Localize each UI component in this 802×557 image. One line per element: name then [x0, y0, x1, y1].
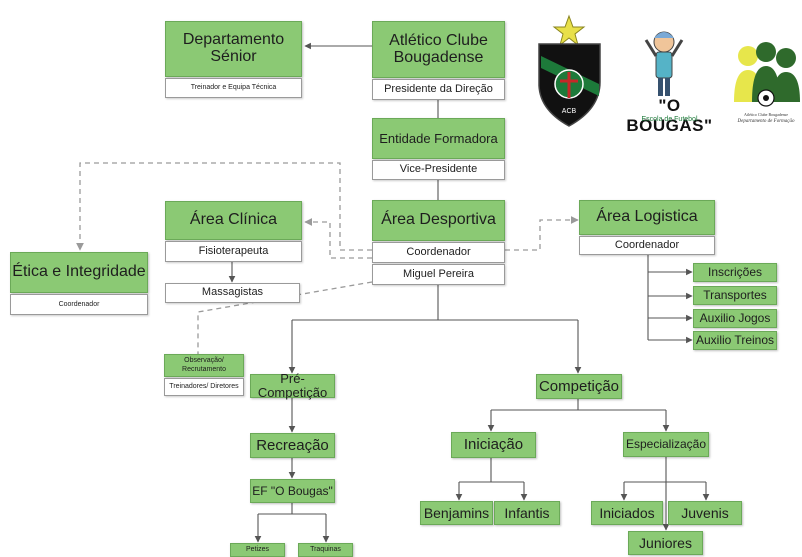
node-traquinas: Traquinas — [298, 543, 353, 557]
crest-letters: ACB — [562, 108, 577, 115]
dept-logo-line2: Departamento de Formação — [737, 119, 795, 124]
node-especializacao: Especialização — [623, 432, 709, 457]
bougas-title: "O BOUGAS" — [626, 96, 713, 135]
node-recreacao: Recreação — [250, 433, 335, 458]
node-inscricoes: Inscrições — [693, 263, 777, 282]
node-juniores: Juniores — [628, 531, 703, 555]
node-iniciacao: Iniciação — [451, 432, 536, 458]
bougas-logo: "O BOUGAS" Escola de Futebol — [618, 24, 721, 135]
bougas-subtitle: Escola de Futebol — [641, 116, 698, 123]
node-benjamins: Benjamins — [420, 501, 493, 525]
node-logistica: Área Logistica — [579, 200, 715, 235]
node-auxilio-jogos: Auxilio Jogos — [693, 309, 777, 328]
node-coord-log: Coordenador — [579, 236, 715, 255]
node-clinica: Área Clínica — [165, 201, 302, 240]
node-dep-senior: Departamento Sénior — [165, 21, 302, 77]
node-atletico: Atlético Clube Bougadense — [372, 21, 505, 78]
node-iniciados: Iniciados — [591, 501, 663, 525]
node-juvenis: Juvenis — [668, 501, 742, 525]
node-treinador: Treinador e Equipa Técnica — [165, 78, 302, 98]
club-crest-logo: ACB — [527, 14, 612, 129]
dept-logo-line1: Atlético Clube Bougadense — [744, 112, 788, 117]
formation-dept-logo: Atlético Clube Bougadense Departamento d… — [730, 40, 802, 135]
node-observacao: Observação/ Recrutamento — [164, 354, 244, 377]
node-transportes: Transportes — [693, 286, 777, 305]
node-competicao: Competição — [536, 374, 622, 399]
node-miguel: Miguel Pereira — [372, 264, 505, 285]
node-infantis: Infantis — [494, 501, 560, 525]
node-fisio: Fisioterapeuta — [165, 241, 302, 262]
node-desportiva: Área Desportiva — [372, 200, 505, 241]
node-massag: Massagistas — [165, 283, 300, 303]
node-treinadores: Treinadores/ Diretores — [164, 378, 244, 396]
node-coord-desp: Coordenador — [372, 242, 505, 263]
node-ef: EF "O Bougas" — [250, 479, 335, 503]
node-entidade: Entidade Formadora — [372, 118, 505, 159]
node-auxilio-treinos: Auxilio Treinos — [693, 331, 777, 350]
node-petizes: Petizes — [230, 543, 285, 557]
node-presidente: Presidente da Direção — [372, 79, 505, 100]
node-vice: Vice-Presidente — [372, 160, 505, 180]
node-coord-etica: Coordenador — [10, 294, 148, 315]
node-etica: Ética e Integridade — [10, 252, 148, 293]
node-precomp: Pré-Competição — [250, 372, 335, 399]
